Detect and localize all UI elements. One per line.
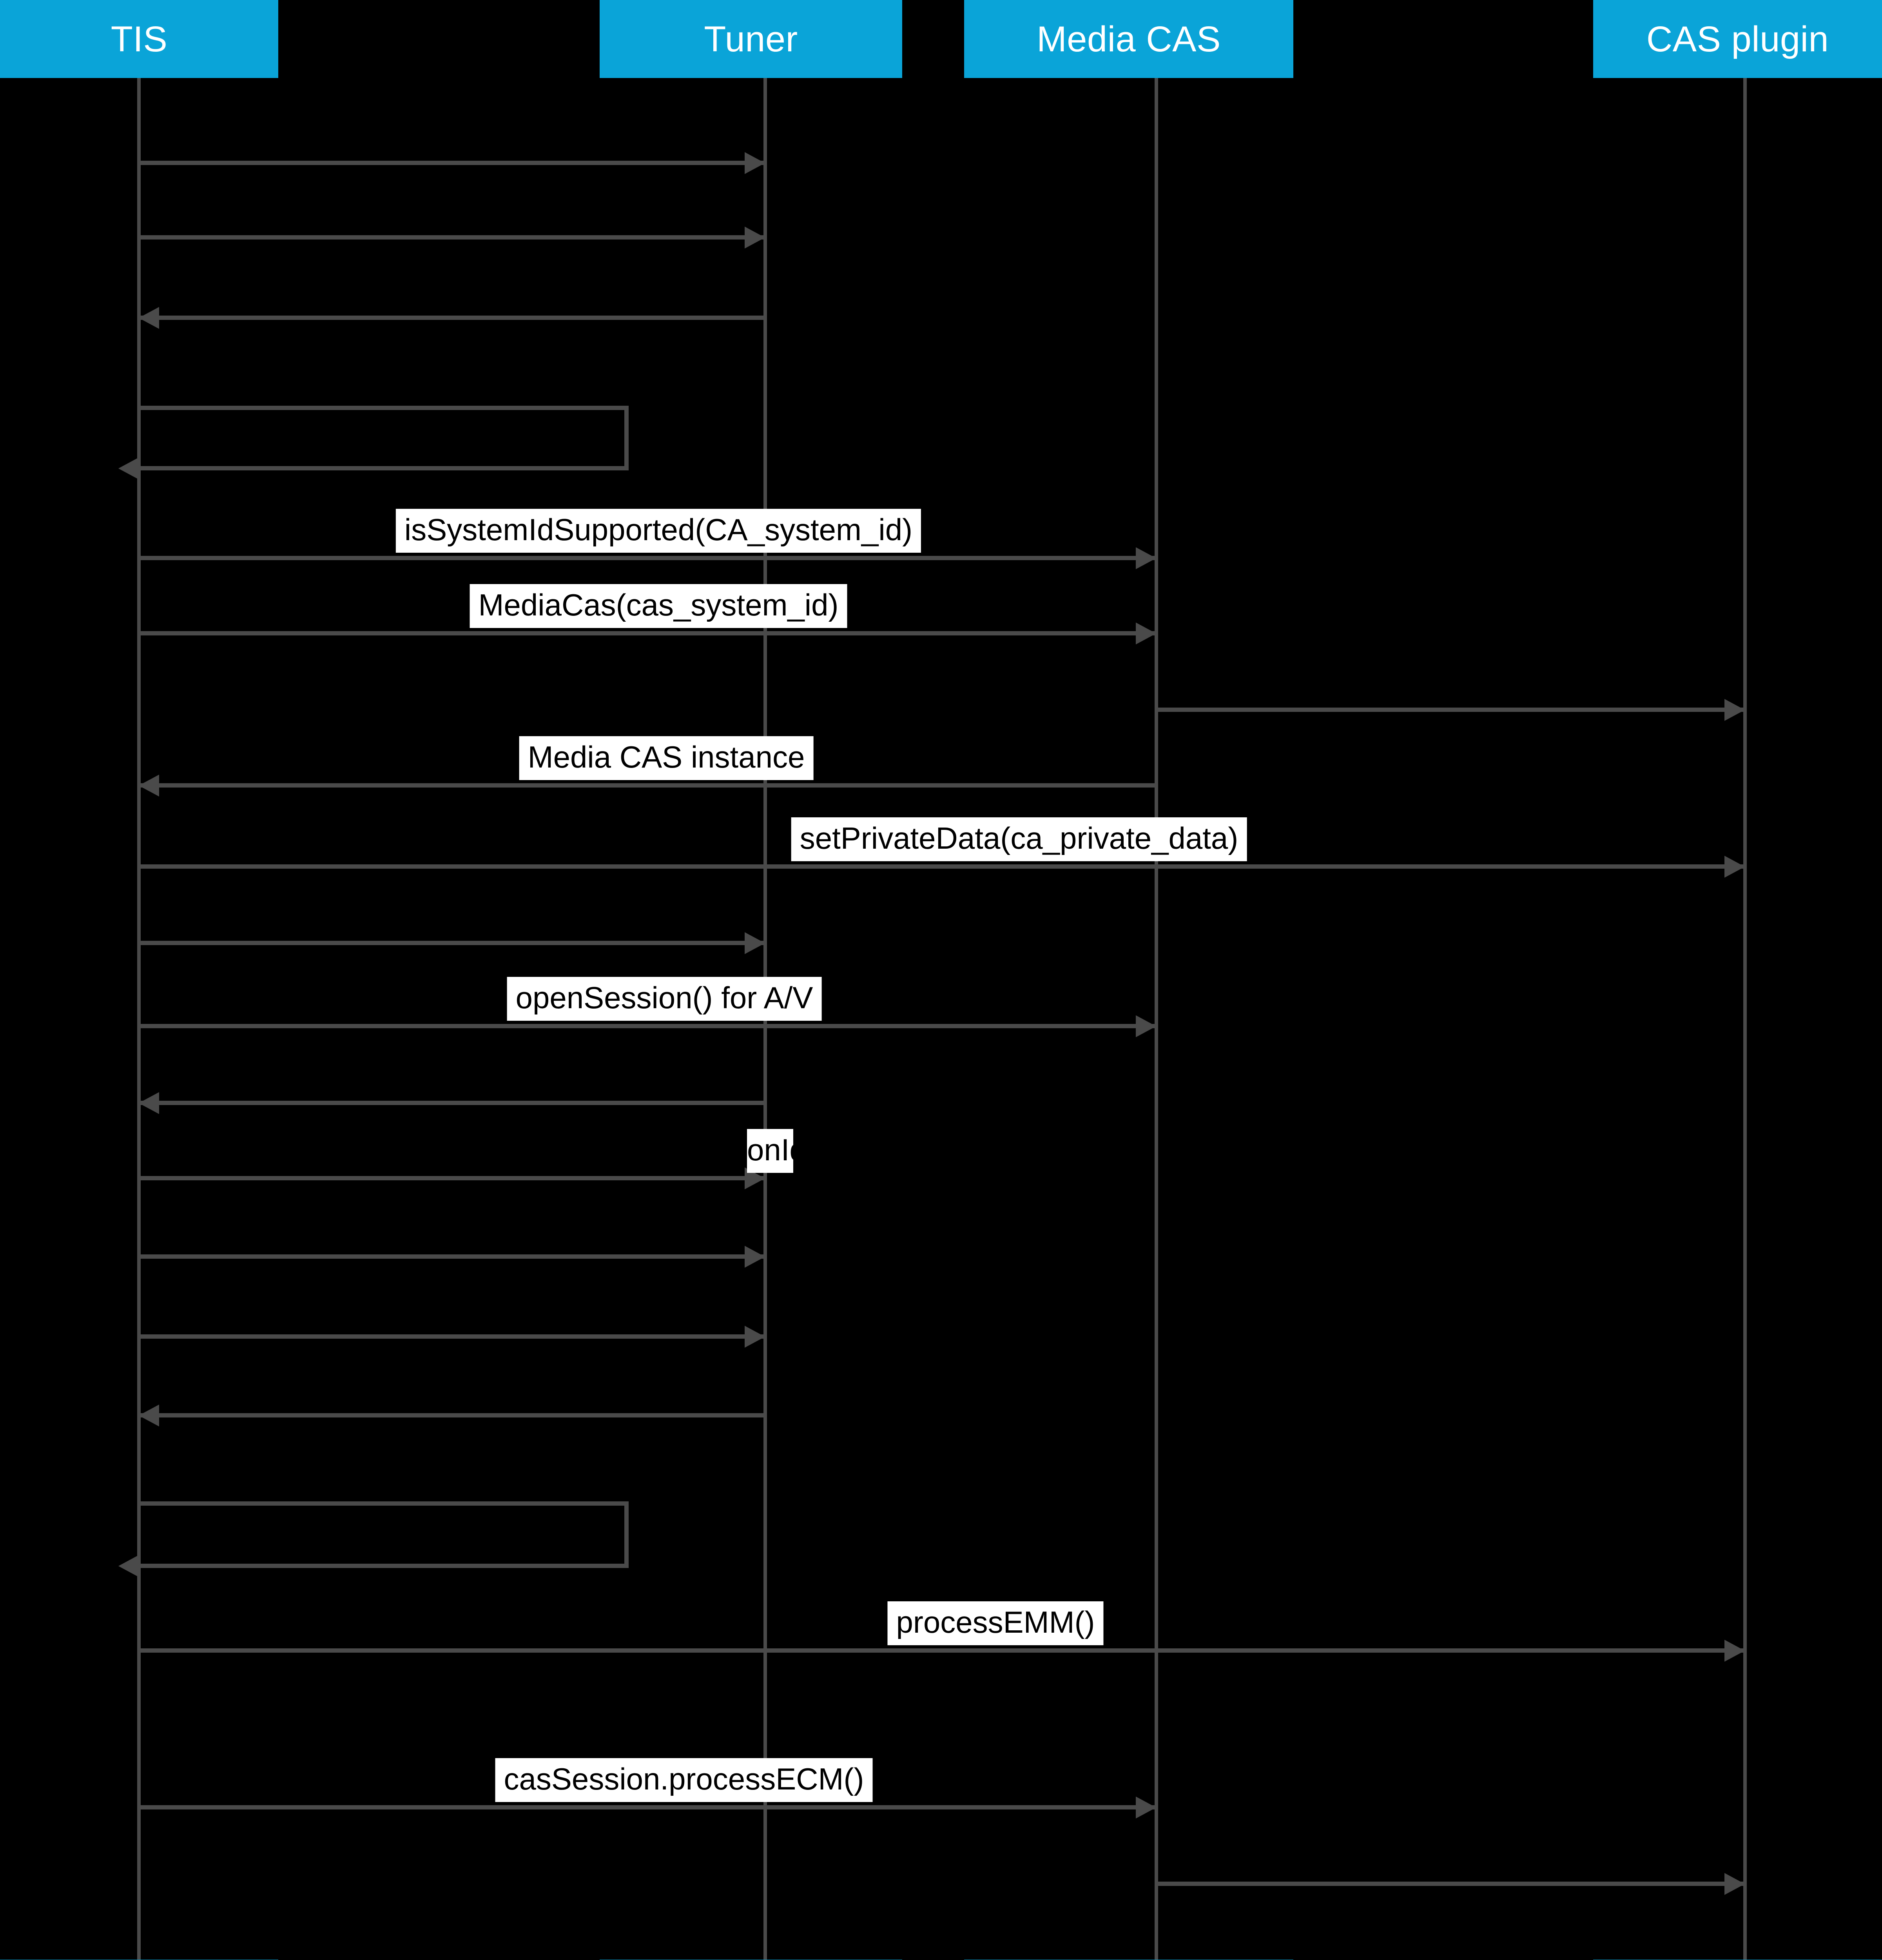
- header-participant-tuner[interactable]: Tuner: [600, 0, 902, 78]
- message-arrowhead: [1136, 1015, 1156, 1037]
- message-arrowhead: [1136, 1797, 1156, 1818]
- lifeline-mediacas: [1155, 78, 1158, 1960]
- message-label-m11: openSession() for A/V: [507, 977, 822, 1021]
- message-label-m5: isSystemIdSupported(CA_system_id): [395, 509, 921, 553]
- header-participant-label: Tuner: [704, 19, 798, 59]
- message-shaft: [1156, 708, 1745, 712]
- message-shaft: [139, 631, 1156, 635]
- self-message-m4: [118, 406, 629, 479]
- message-shaft: [139, 1413, 765, 1417]
- message-arrowhead: [139, 1092, 159, 1114]
- message-arrowhead: [745, 1246, 765, 1268]
- message-shaft: [139, 1024, 1156, 1028]
- message-shaft: [139, 783, 1156, 788]
- self-message-side-segment: [624, 406, 629, 470]
- message-label-m8: Media CAS instance: [519, 736, 814, 780]
- message-shaft: [139, 864, 1745, 869]
- lifeline-tis: [137, 78, 141, 1960]
- message-arrowhead: [1724, 699, 1745, 721]
- message-shaft: [139, 1176, 765, 1180]
- self-message-arrowhead: [118, 457, 139, 479]
- message-arrowhead: [139, 1405, 159, 1426]
- message-label-m9: setPrivateData(ca_private_data): [791, 817, 1247, 861]
- message-label-m18: processEMM(): [887, 1601, 1104, 1645]
- message-arrowhead: [139, 307, 159, 329]
- message-shaft: [139, 1334, 765, 1339]
- lifeline-casplugin: [1743, 78, 1747, 1960]
- message-arrowhead: [745, 227, 765, 249]
- message-arrowhead: [745, 152, 765, 174]
- header-participant-label: Media CAS: [1037, 19, 1221, 59]
- header-participant-casplugin[interactable]: CAS plugin: [1593, 0, 1882, 78]
- header-participant-mediacas[interactable]: Media CAS: [964, 0, 1293, 78]
- message-arrowhead: [1724, 1640, 1745, 1662]
- message-arrowhead: [745, 932, 765, 954]
- self-message-bottom-segment: [139, 466, 629, 470]
- message-shaft: [139, 1648, 1745, 1653]
- message-label-m6: MediaCas(cas_system_id): [470, 584, 847, 628]
- header-participant-label: CAS plugin: [1646, 19, 1829, 59]
- message-shaft: [1156, 1882, 1745, 1886]
- message-arrowhead: [745, 1326, 765, 1348]
- self-message-arrowhead: [118, 1555, 139, 1577]
- self-message-m17: [118, 1501, 629, 1577]
- message-shaft: [139, 161, 765, 165]
- message-arrowhead: [1136, 622, 1156, 644]
- message-shaft: [139, 235, 765, 240]
- self-message-top-segment: [139, 1501, 629, 1506]
- header-participant-label: TIS: [111, 19, 168, 59]
- self-message-top-segment: [139, 406, 629, 410]
- message-arrowhead: [1724, 1873, 1745, 1895]
- message-arrowhead: [139, 775, 159, 797]
- message-label-m19: casSession.processECM(): [495, 1758, 873, 1802]
- message-label-m13: onId: [747, 1129, 793, 1173]
- message-shaft: [139, 1254, 765, 1259]
- message-arrowhead: [1724, 856, 1745, 878]
- self-message-side-segment: [624, 1501, 629, 1568]
- message-shaft: [139, 316, 765, 320]
- message-arrowhead: [1136, 547, 1156, 569]
- message-shaft: [139, 1101, 765, 1105]
- message-shaft: [139, 941, 765, 945]
- message-shaft: [139, 1805, 1156, 1809]
- message-shaft: [139, 556, 1156, 560]
- self-message-bottom-segment: [139, 1564, 629, 1568]
- header-participant-tis[interactable]: TIS: [0, 0, 278, 78]
